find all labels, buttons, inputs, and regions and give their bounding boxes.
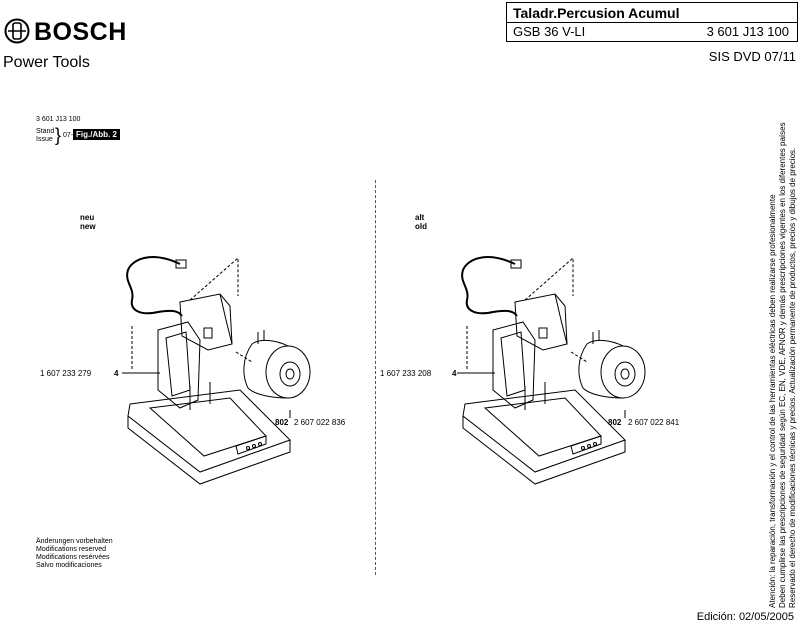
figure-tag: Fig./Abb. 2 — [73, 129, 120, 140]
left-item802-part: 2 607 022 836 — [294, 418, 346, 427]
edition-label: Edición: 02/05/2005 — [696, 611, 794, 623]
note-es: Salvo modificaciones — [36, 562, 102, 569]
issue-label: Issue — [36, 136, 53, 143]
brand-name: BOSCH — [34, 18, 127, 46]
right-item802-pos: 802 — [608, 418, 622, 427]
side-note-line3: Reservado el derecho de modificaciones t… — [788, 147, 797, 608]
bosch-logo-icon — [4, 18, 30, 44]
left-item4-pos: 4 — [114, 369, 119, 378]
sheet-part-number: 3 601 J13 100 — [36, 116, 81, 123]
right-item802-part: 2 607 022 841 — [628, 418, 680, 427]
left-item4-part: 1 607 233 279 — [40, 369, 92, 378]
product-title: Taladr.Percusion Acumul — [513, 5, 680, 21]
right-item4-pos: 4 — [452, 369, 457, 378]
left-label-en: new — [80, 222, 96, 231]
right-label-de: alt — [415, 213, 425, 222]
title-block: Taladr.Percusion Acumul GSB 36 V-LI 3 60… — [506, 2, 798, 42]
right-item4-part: 1 607 233 208 — [380, 369, 432, 378]
left-item802-pos: 802 — [275, 418, 289, 427]
side-note-line2: Deben cumplirse las prescripciones de se… — [778, 122, 787, 608]
stand-label: Stand — [36, 128, 55, 135]
product-part-number: 3 601 J13 100 — [706, 24, 789, 39]
note-en: Modifications reserved — [36, 546, 107, 553]
section-divider — [375, 180, 376, 575]
note-fr: Modifications resérvées — [36, 554, 110, 561]
left-exploded-drawing — [122, 256, 311, 485]
media-label: SIS DVD 07/11 — [708, 49, 796, 64]
right-exploded-drawing — [457, 256, 646, 485]
product-model: GSB 36 V-LI — [513, 24, 586, 39]
right-label-en: old — [415, 222, 427, 231]
title-divider — [507, 22, 797, 23]
brace-icon: } — [55, 125, 62, 145]
left-label-de: neu — [80, 213, 95, 222]
note-de: Änderungen vorbehalten — [36, 538, 113, 545]
side-note: Atención: la reparación, transformación … — [768, 88, 798, 608]
side-note-line1: Atención: la reparación, transformación … — [768, 194, 777, 608]
brand-subtitle: Power Tools — [3, 54, 90, 71]
